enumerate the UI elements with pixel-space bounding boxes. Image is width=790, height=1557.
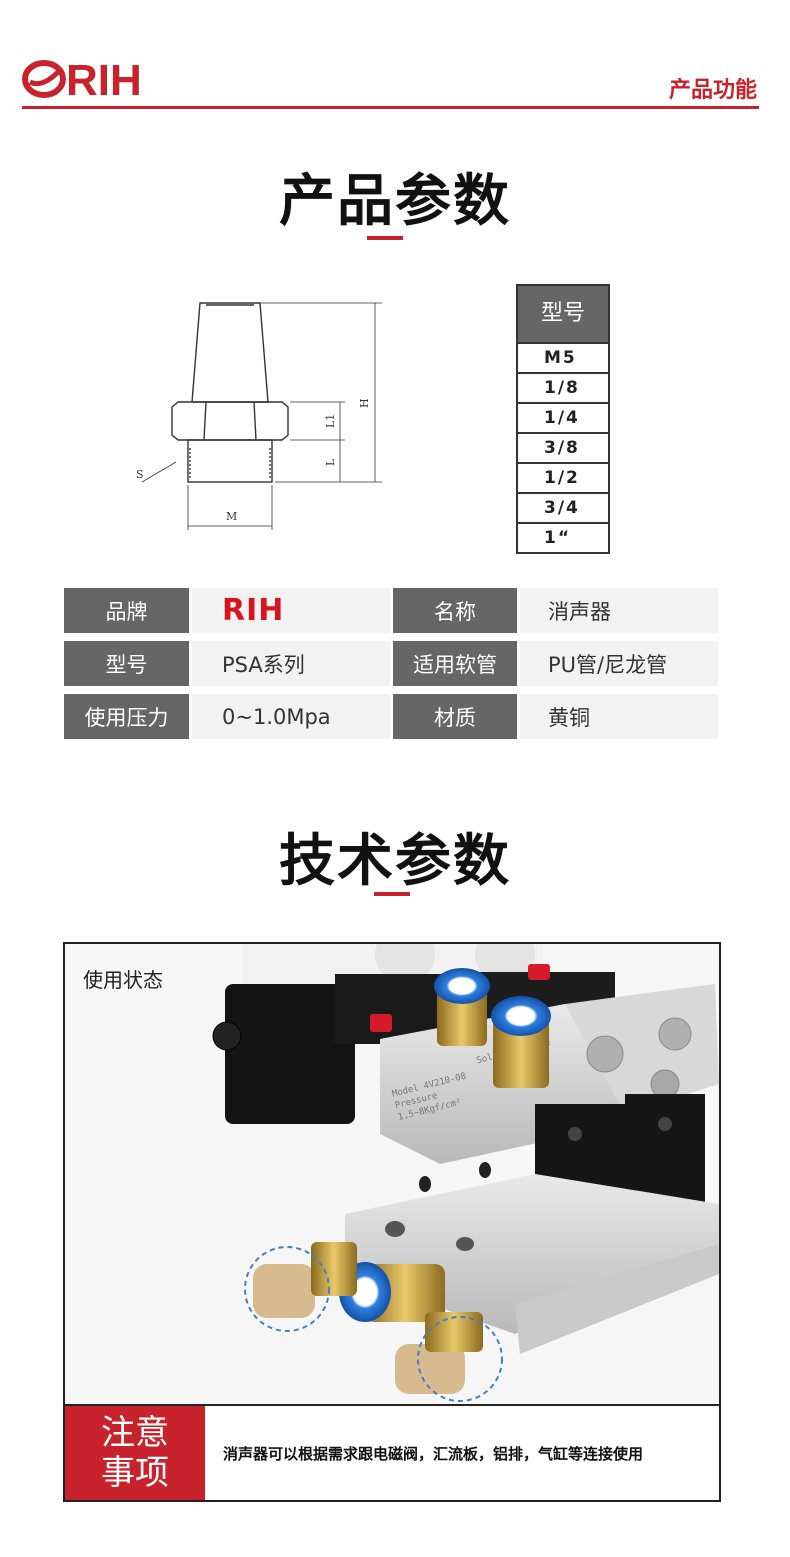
product-params-table: 品牌 RIH 名称 消声器 型号 PSA系列 适用软管 PU管/尼龙管 使用压力… [64,588,718,747]
model-row: M5 [518,344,608,374]
params-row: 使用压力 0~1.0Mpa 材质 黄铜 [64,694,718,739]
param-label-pressure: 使用压力 [64,694,189,739]
notice-box: 注意 事项 消声器可以根据需求跟电磁阀，汇流板，铝排，气缸等连接使用 [63,1404,721,1502]
model-table-header: 型号 [518,286,608,344]
param-value-material: 黄铜 [520,694,718,739]
param-value-name: 消声器 [520,588,718,633]
param-value-tube: PU管/尼龙管 [520,641,718,686]
model-row: 3/4 [518,494,608,524]
dim-label-m: M [226,510,237,523]
model-size-table: 型号 M5 1/8 1/4 3/8 1/2 3/4 1“ [516,284,610,554]
params-row: 型号 PSA系列 适用软管 PU管/尼龙管 [64,641,718,686]
param-label-tube: 适用软管 [393,641,517,686]
model-row: 1/4 [518,404,608,434]
notice-title-line2: 事项 [101,1453,169,1493]
param-label-brand: 品牌 [64,588,189,633]
dim-label-s: S [136,468,144,481]
product-function-link[interactable]: 产品功能 [668,78,757,103]
title-underline [374,892,410,896]
solenoid-valve-assembly-image: Model 4V210-08 Pressure 1.5~8Kgf/cm² Sol… [212,944,719,1402]
dim-label-l: L [324,458,337,466]
param-value-model: PSA系列 [192,641,390,686]
param-value-brand: RIH [192,588,390,633]
notice-title: 注意 事项 [65,1406,205,1500]
param-label-model: 型号 [64,641,189,686]
param-label-name: 名称 [393,588,517,633]
model-row: 1/2 [518,464,608,494]
title-underline [367,236,403,240]
muffler-technical-drawing: H L1 L S M [136,302,382,530]
section-title-tech-params: 技术参数 [279,829,511,894]
header-divider [22,106,759,109]
usage-state-label: 使用状态 [83,968,163,992]
usage-photo: Model 4V210-08 Pressure 1.5~8Kgf/cm² Sol… [63,942,721,1406]
rih-logo: RIH [22,58,142,100]
model-row: 3/8 [518,434,608,464]
params-row: 品牌 RIH 名称 消声器 [64,588,718,633]
model-row: 1“ [544,528,572,548]
notice-text: 消声器可以根据需求跟电磁阀，汇流板，铝排，气缸等连接使用 [223,1444,644,1463]
brand-logo-text: RIH [222,593,285,628]
model-row: 1/8 [518,374,608,404]
param-label-material: 材质 [393,694,517,739]
dim-label-l1: L1 [324,414,337,428]
dim-label-h: H [358,398,371,408]
section-title-product-params: 产品参数 [279,169,511,234]
svg-text:RIH: RIH [66,58,142,100]
param-value-pressure: 0~1.0Mpa [192,694,390,739]
notice-title-line1: 注意 [101,1413,169,1453]
